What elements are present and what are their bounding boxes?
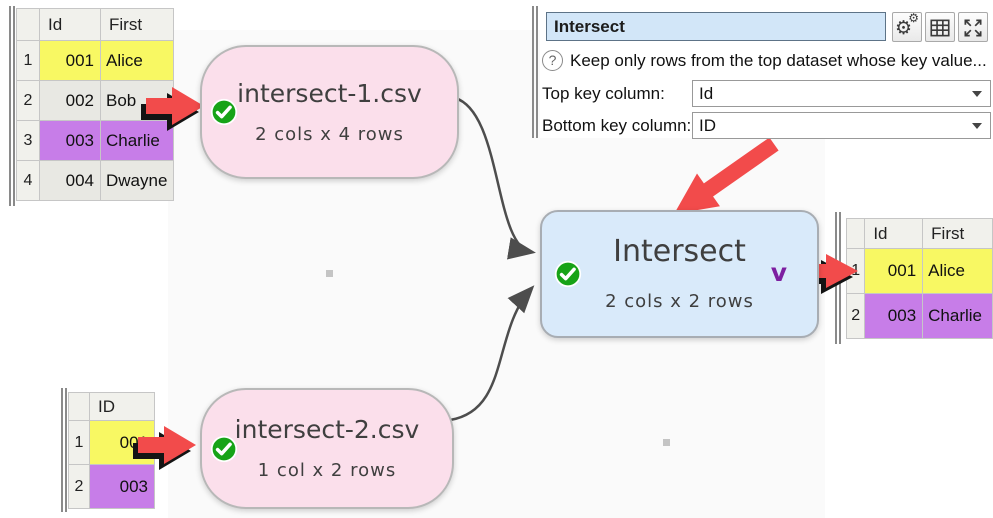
- cell[interactable]: 004: [39, 160, 101, 201]
- table-row: 2 002 Bob: [16, 80, 174, 121]
- expand-icon: [964, 19, 982, 37]
- output-dataset-grid: Id First 1 001 Alice 2 003 Charlie: [845, 218, 993, 339]
- chevron-down-icon: [972, 91, 982, 97]
- corner-cell[interactable]: [845, 218, 866, 249]
- row-number[interactable]: 1: [68, 420, 90, 465]
- top-key-column-select[interactable]: Id: [692, 80, 991, 107]
- table-row: 1 001 Alice: [16, 40, 174, 81]
- cell[interactable]: Bob: [100, 80, 174, 121]
- table-row: 1 001: [68, 420, 155, 465]
- column-header-id[interactable]: ID: [89, 392, 155, 421]
- transform-settings-panel: ⚙⚙ ? Keep only rows from the top dataset…: [540, 6, 993, 139]
- pane-divider[interactable]: [835, 212, 837, 344]
- node-subtitle: 2 cols x 4 rows: [255, 123, 404, 145]
- corner-cell[interactable]: [68, 392, 90, 421]
- table-icon: [930, 19, 950, 37]
- column-header-id[interactable]: Id: [39, 8, 101, 41]
- bottom-dataset-grid: ID 1 001 2 003: [68, 392, 155, 509]
- check-ok-icon: [210, 98, 238, 126]
- table-row: 2 003: [68, 464, 155, 509]
- cell[interactable]: 002: [39, 80, 101, 121]
- cell[interactable]: Dwayne: [100, 160, 174, 201]
- node-title: intersect-1.csv: [237, 78, 422, 108]
- column-header-first[interactable]: First: [100, 8, 174, 41]
- pane-divider[interactable]: [532, 6, 534, 138]
- column-header-id[interactable]: Id: [864, 218, 924, 249]
- node-intersect-2-csv[interactable]: intersect-2.csv 1 col x 2 rows: [200, 388, 454, 509]
- node-title: intersect-2.csv: [234, 415, 420, 444]
- gear-icon: ⚙⚙: [895, 11, 919, 39]
- pane-divider[interactable]: [61, 388, 63, 512]
- row-number[interactable]: 2: [16, 80, 40, 121]
- row-number[interactable]: 2: [845, 293, 866, 339]
- row-number[interactable]: 2: [68, 464, 90, 509]
- selected-value: Id: [699, 84, 714, 103]
- settings-button[interactable]: ⚙⚙: [892, 12, 922, 42]
- top-dataset-grid: Id First 1 001 Alice 2 002 Bob 3 003 Cha…: [16, 8, 174, 201]
- bottom-key-column-label: Bottom key column:: [542, 116, 692, 135]
- canvas-grid-dot: [326, 270, 333, 277]
- bottom-key-column-select[interactable]: ID: [692, 112, 991, 139]
- cell[interactable]: Charlie: [100, 120, 174, 161]
- help-icon[interactable]: ?: [542, 50, 563, 71]
- transform-name-input[interactable]: [546, 12, 886, 41]
- pane-divider[interactable]: [9, 6, 11, 206]
- cell[interactable]: 003: [89, 464, 155, 509]
- cell[interactable]: Alice: [922, 248, 993, 294]
- cell[interactable]: Charlie: [922, 293, 993, 339]
- table-row: 4 004 Dwayne: [16, 160, 174, 201]
- cell[interactable]: 003: [864, 293, 924, 339]
- transform-description: Keep only rows from the top dataset whos…: [570, 51, 987, 70]
- table-row: 3 003 Charlie: [16, 120, 174, 161]
- canvas-grid-dot: [663, 439, 670, 446]
- chevron-down-icon: [972, 123, 982, 129]
- node-subtitle: 1 col x 2 rows: [257, 460, 397, 481]
- cell[interactable]: Alice: [100, 40, 174, 81]
- check-ok-icon: [210, 435, 238, 463]
- node-intersect-1-csv[interactable]: intersect-1.csv 2 cols x 4 rows: [200, 45, 459, 179]
- node-intersect-transform[interactable]: Intersect 2 cols x 2 rows v: [540, 210, 819, 338]
- cell[interactable]: 001: [864, 248, 924, 294]
- node-subtitle: 2 cols x 2 rows: [605, 291, 754, 312]
- row-number[interactable]: 1: [845, 248, 866, 294]
- show-grid-button[interactable]: [925, 12, 955, 42]
- corner-cell[interactable]: [16, 8, 40, 41]
- cell[interactable]: 001: [89, 420, 155, 465]
- chevron-v-indicator: v: [770, 258, 787, 287]
- column-header-first[interactable]: First: [922, 218, 993, 249]
- row-number[interactable]: 1: [16, 40, 40, 81]
- cell[interactable]: 003: [39, 120, 101, 161]
- check-ok-icon: [554, 260, 582, 288]
- top-key-column-label: Top key column:: [542, 84, 665, 103]
- cell[interactable]: 001: [39, 40, 101, 81]
- node-title: Intersect: [613, 234, 746, 269]
- row-number[interactable]: 3: [16, 120, 40, 161]
- table-row: 2 003 Charlie: [845, 293, 993, 339]
- selected-value: ID: [699, 116, 716, 135]
- row-number[interactable]: 4: [16, 160, 40, 201]
- maximize-button[interactable]: [958, 12, 988, 42]
- table-row: 1 001 Alice: [845, 248, 993, 294]
